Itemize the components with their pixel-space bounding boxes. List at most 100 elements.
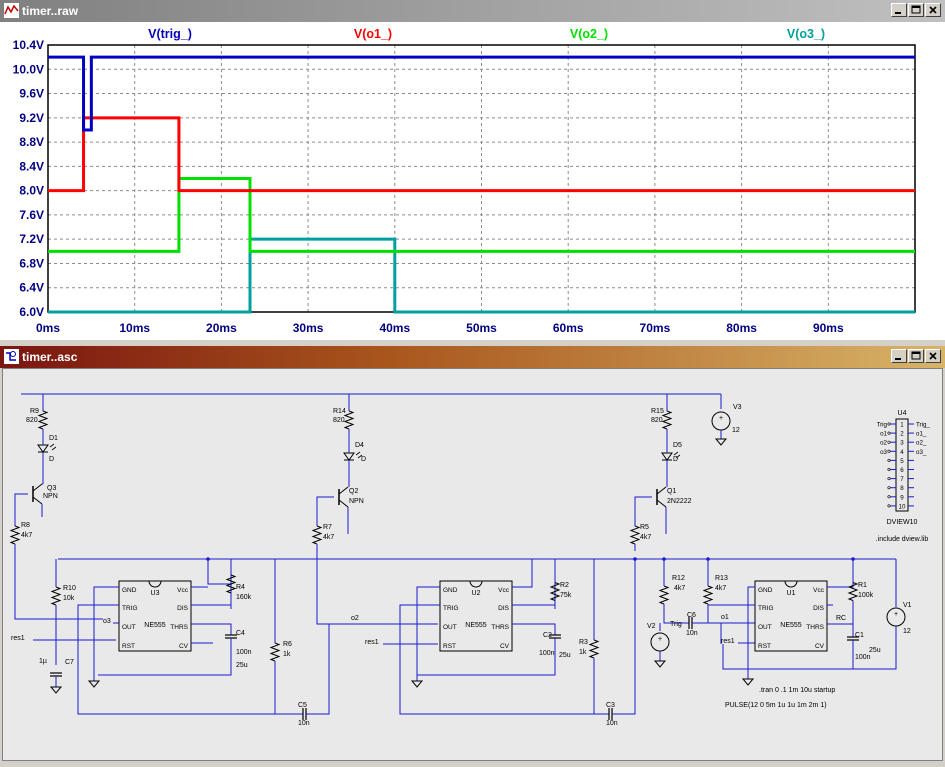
dview-right-label: Trig_	[916, 422, 930, 429]
close-button[interactable]	[925, 349, 941, 363]
dview-pin-number: 1	[900, 422, 904, 429]
close-icon	[929, 6, 937, 14]
schematic-drawing[interactable]: R9820D1DQ3NPNR84k7R1010kC71µres1o3U3NE55…	[3, 369, 944, 762]
y-tick-label: 7.2V	[19, 232, 44, 246]
dview-pin-dot	[887, 458, 891, 462]
y-tick-label: 8.0V	[19, 184, 44, 198]
wire	[827, 559, 854, 588]
dview-pin-number: 3	[900, 440, 904, 447]
dview-pin-dot	[887, 477, 891, 481]
series-line-1	[48, 55, 915, 132]
transistor-q1-emitter	[656, 499, 667, 508]
dview-pin-number: 4	[900, 449, 904, 456]
ground-icon	[653, 660, 667, 668]
transistor-q3-emitter	[32, 496, 43, 505]
schematic-app-icon	[4, 349, 19, 364]
ground-icon	[714, 438, 728, 446]
label-D4t: D	[361, 456, 366, 463]
wire	[512, 559, 533, 588]
label-Q1t: 2N2222	[667, 498, 692, 505]
label-C4r: 25u	[236, 662, 248, 669]
pin-dis: DIS	[498, 605, 510, 612]
wire	[306, 624, 330, 715]
pin-gnd: GND	[758, 587, 773, 594]
x-tick-label: 50ms	[466, 321, 497, 335]
pin-thrs: THRS	[170, 624, 188, 631]
legend-label-1: V(trig_)	[148, 27, 192, 41]
maximize-button[interactable]	[908, 3, 924, 17]
pin-vcc: Vcc	[177, 587, 189, 594]
label-R15v: 820	[651, 417, 663, 424]
label-C6: C6	[687, 612, 696, 619]
label-Q2: Q2	[349, 488, 358, 495]
label-R5v: 4k7	[640, 534, 651, 541]
maximize-button[interactable]	[908, 349, 924, 363]
label-o2: o2	[351, 615, 359, 622]
y-tick-label: 8.4V	[19, 159, 44, 173]
label-V1v: 12	[903, 628, 911, 635]
minimize-button[interactable]	[891, 349, 907, 363]
label-u4: U4	[898, 410, 907, 417]
x-tick-label: 60ms	[553, 321, 584, 335]
dview-left-label: o2	[880, 440, 887, 447]
ground-icon	[87, 680, 101, 688]
ic-u3-part: NE555	[144, 622, 166, 629]
ic-u1	[754, 580, 828, 652]
wire	[634, 496, 652, 519]
resistor-r4	[225, 574, 237, 594]
pin-gnd: GND	[122, 587, 137, 594]
resistor-r14	[343, 410, 355, 430]
label-C4v: 100n	[236, 649, 252, 656]
label-C5v: 10n	[298, 720, 310, 727]
label-C6v: 10n	[686, 630, 698, 637]
wire	[77, 604, 275, 715]
wire	[316, 551, 438, 625]
label-R4: R4	[236, 584, 245, 591]
label-res1b: res1	[365, 639, 379, 646]
label-R5: R5	[640, 524, 649, 531]
label-R1: R1	[858, 582, 867, 589]
pin-cv: CV	[815, 643, 825, 650]
resistor-r9	[37, 410, 49, 430]
x-tick-label: 30ms	[293, 321, 324, 335]
waveform-titlebar[interactable]: timer..raw	[0, 0, 945, 22]
ground-icon	[741, 678, 755, 686]
pin-dis: DIS	[813, 605, 825, 612]
ground-icon	[410, 680, 424, 688]
x-tick-label: 80ms	[726, 321, 757, 335]
minimize-button[interactable]	[891, 3, 907, 17]
dview-pin-dot	[887, 431, 891, 435]
label-C7v: 1µ	[39, 658, 47, 665]
y-tick-label: 9.6V	[19, 87, 44, 101]
wire	[14, 551, 103, 620]
y-tick-label: 10.4V	[13, 38, 44, 52]
schematic-titlebar[interactable]: timer..asc	[0, 346, 945, 368]
dview-pin-dot	[887, 468, 891, 472]
label-R10: R10	[63, 585, 76, 592]
wire	[14, 493, 28, 519]
label-V1: V1	[903, 602, 912, 609]
label-D4: D4	[355, 442, 364, 449]
label-C1: C1	[855, 632, 864, 639]
label-Q3t: NPN	[43, 493, 58, 500]
label-R3v: 1k	[579, 649, 587, 656]
x-tick-label: 90ms	[813, 321, 844, 335]
legend-label-4: V(o3_)	[787, 27, 825, 41]
label-R9v: 820	[26, 417, 38, 424]
label-R14: R14	[333, 408, 346, 415]
led-d5	[661, 452, 673, 461]
close-button[interactable]	[925, 3, 941, 17]
waveform-window-title: timer..raw	[22, 4, 79, 18]
label-R4v: 160k	[236, 594, 252, 601]
label-R12v: 4k7	[674, 585, 685, 592]
label-V3: V3	[733, 404, 742, 411]
pin-gnd: GND	[443, 587, 458, 594]
wire	[416, 586, 440, 681]
label-V3v: 12	[732, 427, 740, 434]
pin-out: OUT	[122, 624, 136, 631]
label-D5: D5	[673, 442, 682, 449]
label-C2v: 100n	[539, 650, 555, 657]
